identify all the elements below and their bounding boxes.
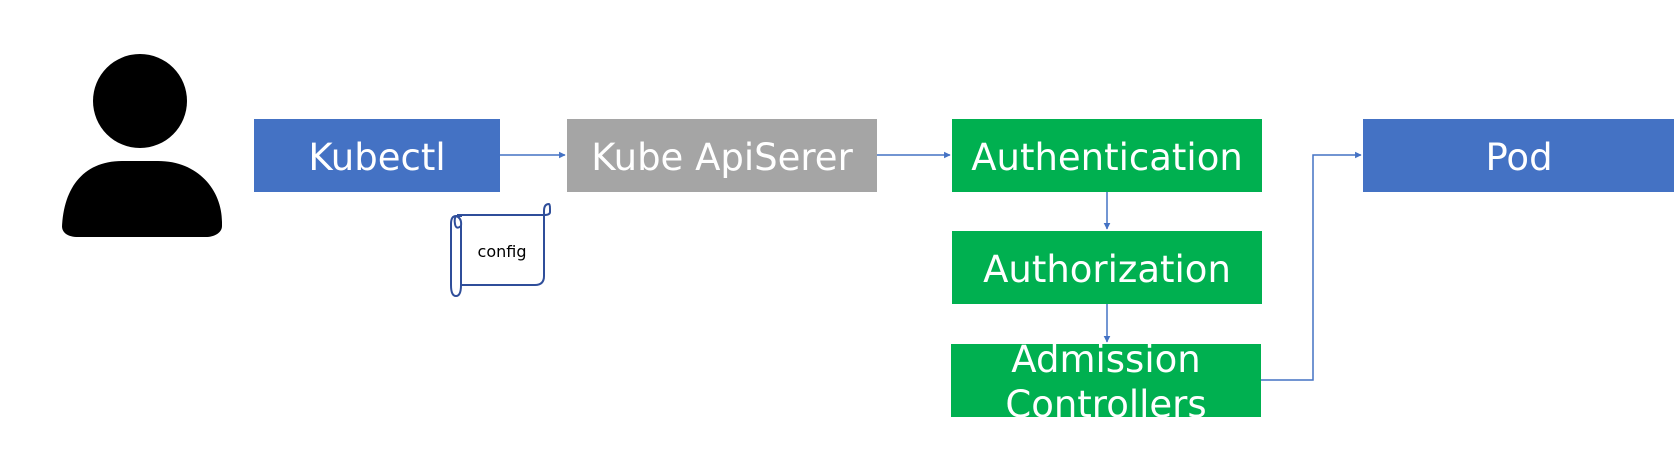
admission-label-line2: Controllers [1005,383,1206,426]
pod-label: Pod [1485,136,1552,179]
authentication-node: Authentication [952,119,1262,192]
scroll-icon: config [450,202,551,298]
user-icon [62,54,222,237]
kubectl-node: Kubectl [254,119,500,192]
apiserver-label: Kube ApiSerer [591,136,853,179]
connector-admission-pod [1261,151,1362,381]
authorization-node: Authorization [952,231,1262,304]
admission-label-line1: Admission [1011,338,1200,381]
pod-node: Pod [1363,119,1674,192]
config-label: config [478,242,527,261]
authorization-label: Authorization [983,248,1231,291]
apiserver-node: Kube ApiSerer [567,119,877,192]
admission-controllers-node: Admission Controllers [951,338,1261,426]
authentication-label: Authentication [971,136,1243,179]
kubectl-label: Kubectl [308,136,445,179]
